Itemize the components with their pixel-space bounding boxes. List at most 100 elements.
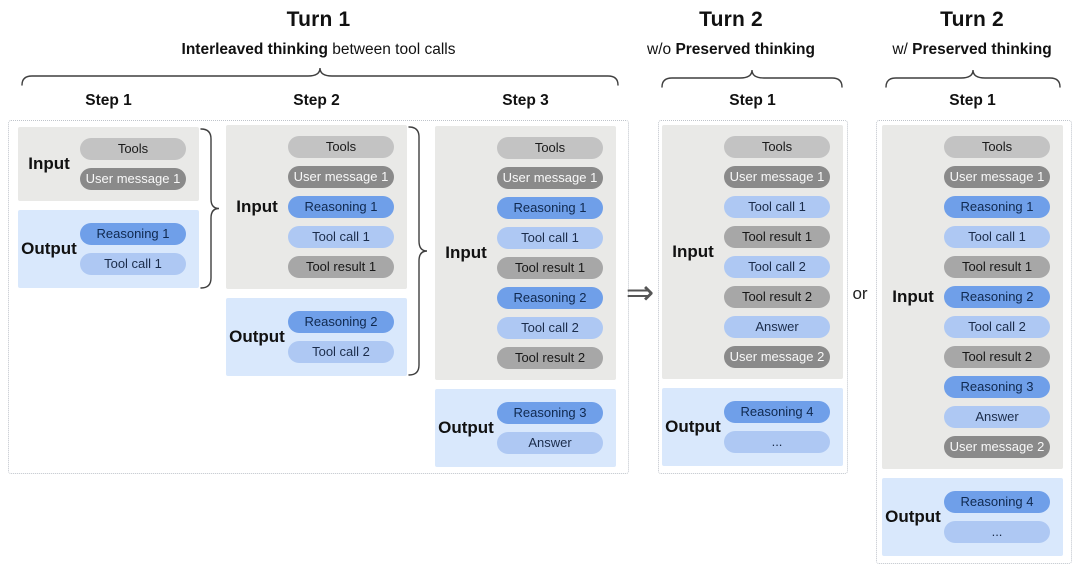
turn1-step3-label: Step 3 [502,92,549,109]
turn2-without-subtitle: w/o Preserved thinking [634,41,828,59]
input-label: Input [28,154,70,173]
turn2-without-step1-label: Step 1 [729,92,776,109]
pill-user-message-1: User message 1 [724,166,830,188]
pill-tools: Tools [288,136,394,158]
pill-tool-call-1: Tool call 1 [497,227,603,249]
output-label: Output [885,507,941,526]
turn2-with-brace [885,69,1061,88]
pill-tool-call-1: Tool call 1 [80,253,186,275]
or-label: or [852,284,868,303]
output-label: Output [229,327,285,346]
pill-user-message-2: User message 2 [724,346,830,368]
implies-arrow-icon: ⇒ [625,274,655,312]
turn2-without-subtitle-bold: Preserved thinking [675,41,815,58]
pill-tool-call-2: Tool call 2 [497,317,603,339]
pill-tool-result-1: Tool result 1 [724,226,830,248]
turn2-without-title: Turn 2 [699,8,763,31]
pill-tool-result-2: Tool result 2 [497,347,603,369]
input-label: Input [445,243,487,262]
turn2-without-output-box: Output Reasoning 4... [662,388,843,466]
pill-user-message-1: User message 1 [288,166,394,188]
turn1-subtitle-bold: Interleaved thinking [181,41,328,58]
pill-reasoning-2: Reasoning 2 [497,287,603,309]
pill-reasoning-3: Reasoning 3 [944,376,1050,398]
turn1-step2-label: Step 2 [293,92,340,109]
turn1-dotted-box [8,120,629,474]
pill-tools: Tools [944,136,1050,158]
input-label: Input [672,242,714,261]
pill-user-message-1: User message 1 [80,168,186,190]
pill-answer: Answer [724,316,830,338]
turn2-with-output-pills: Reasoning 4... [944,491,1050,543]
pill-reasoning-2: Reasoning 2 [944,286,1050,308]
pill-ellipsis: ... [724,431,830,453]
pill-tool-result-1: Tool result 1 [944,256,1050,278]
pill-user-message-1: User message 1 [944,166,1050,188]
pill-tool-result-1: Tool result 1 [288,256,394,278]
pill-reasoning-1: Reasoning 1 [497,197,603,219]
pill-answer: Answer [497,432,603,454]
pill-tools: Tools [724,136,830,158]
turn2-without-brace [661,69,843,88]
output-label: Output [21,239,77,258]
turn1-step1-output-box: Output Reasoning 1 Tool call 1 [18,210,199,288]
step2-to-step3-brace [408,126,428,376]
pill-tool-call-1: Tool call 1 [944,226,1050,248]
turn2-with-step1-label: Step 1 [949,92,996,109]
pill-tool-call-1: Tool call 1 [288,226,394,248]
pill-reasoning-1: Reasoning 1 [80,223,186,245]
turn2-with-subtitle: w/ Preserved thinking [873,41,1071,59]
pill-tool-result-2: Tool result 2 [944,346,1050,368]
pill-reasoning-3: Reasoning 3 [497,402,603,424]
turn2-with-title: Turn 2 [940,8,1004,31]
turn2-with-dotted-box [876,120,1072,564]
output-label: Output [438,418,494,437]
pill-tool-call-2: Tool call 2 [944,316,1050,338]
pill-tool-result-1: Tool result 1 [497,257,603,279]
turn1-brace [21,67,619,86]
step1-to-step2-brace [200,128,220,289]
pill-tool-call-2: Tool call 2 [724,256,830,278]
turn1-step3-output-box: Output Reasoning 3 Answer [435,389,616,467]
pill-reasoning-4: Reasoning 4 [944,491,1050,513]
pill-ellipsis: ... [944,521,1050,543]
turn1-title: Turn 1 [286,8,351,31]
pill-tools: Tools [497,137,603,159]
turn1-step1-label: Step 1 [85,92,132,109]
pill-user-message-2: User message 2 [944,436,1050,458]
turn1-step3-output-pills: Reasoning 3 Answer [497,402,603,454]
pill-reasoning-1: Reasoning 1 [944,196,1050,218]
turn2-without-output-pills: Reasoning 4... [724,401,830,453]
input-label: Input [236,197,278,216]
input-label: Input [892,287,934,306]
pill-reasoning-1: Reasoning 1 [288,196,394,218]
pill-tool-result-2: Tool result 2 [724,286,830,308]
turn2-with-output-box: Output Reasoning 4... [882,478,1063,556]
turn1-subtitle: Interleaved thinking between tool calls [8,41,629,59]
turn2-without-dotted-box [658,120,848,474]
turn2-with-subtitle-bold: Preserved thinking [912,41,1052,58]
pill-answer: Answer [944,406,1050,428]
pill-reasoning-2: Reasoning 2 [288,311,394,333]
pill-reasoning-4: Reasoning 4 [724,401,830,423]
turn1-subtitle-rest: between tool calls [327,41,456,58]
pill-tools: Tools [80,138,186,160]
